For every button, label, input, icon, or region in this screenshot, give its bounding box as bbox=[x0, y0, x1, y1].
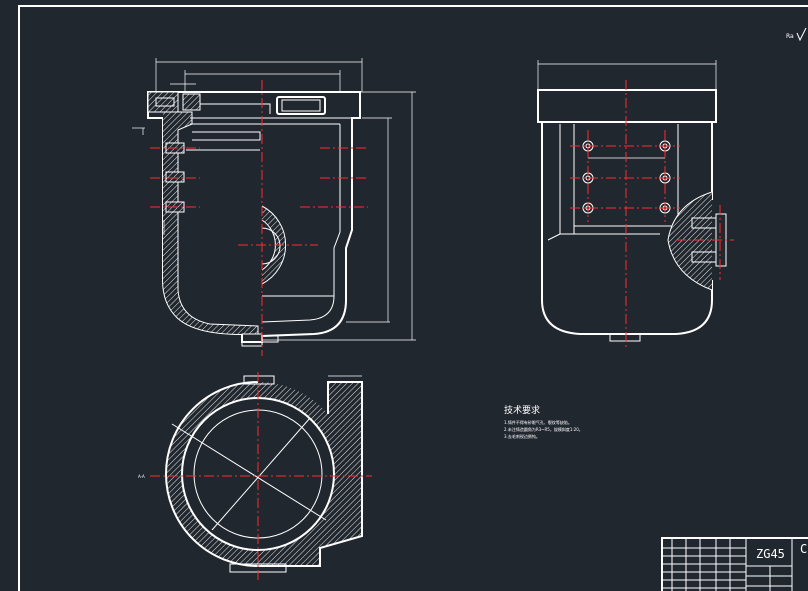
roughness-symbol: Ra bbox=[786, 27, 807, 42]
technical-notes: 技术要求 1.铸件不得有砂眼气孔、裂纹等缺陷。 2.未注铸造圆角为R3~R5，拔… bbox=[504, 404, 583, 439]
note-line: 2.未注铸造圆角为R3~R5，拔模斜度1:20。 bbox=[504, 426, 583, 432]
front-section-view bbox=[132, 58, 416, 356]
top-section-view: A-A bbox=[138, 372, 372, 580]
note-line: 1.铸件不得有砂眼气孔、裂纹等缺陷。 bbox=[504, 419, 572, 425]
notes-title: 技术要求 bbox=[504, 404, 540, 416]
material-label: ZG45 bbox=[756, 547, 785, 561]
sheet-code: C bbox=[800, 542, 807, 556]
note-line: 3.去毛刺锐边倒钝。 bbox=[504, 433, 540, 439]
side-view bbox=[537, 60, 734, 350]
svg-text:Ra: Ra bbox=[786, 33, 794, 40]
title-block: ZG45 C bbox=[661, 537, 808, 591]
svg-text:A-A: A-A bbox=[138, 474, 145, 479]
drawing-frame bbox=[18, 5, 808, 591]
